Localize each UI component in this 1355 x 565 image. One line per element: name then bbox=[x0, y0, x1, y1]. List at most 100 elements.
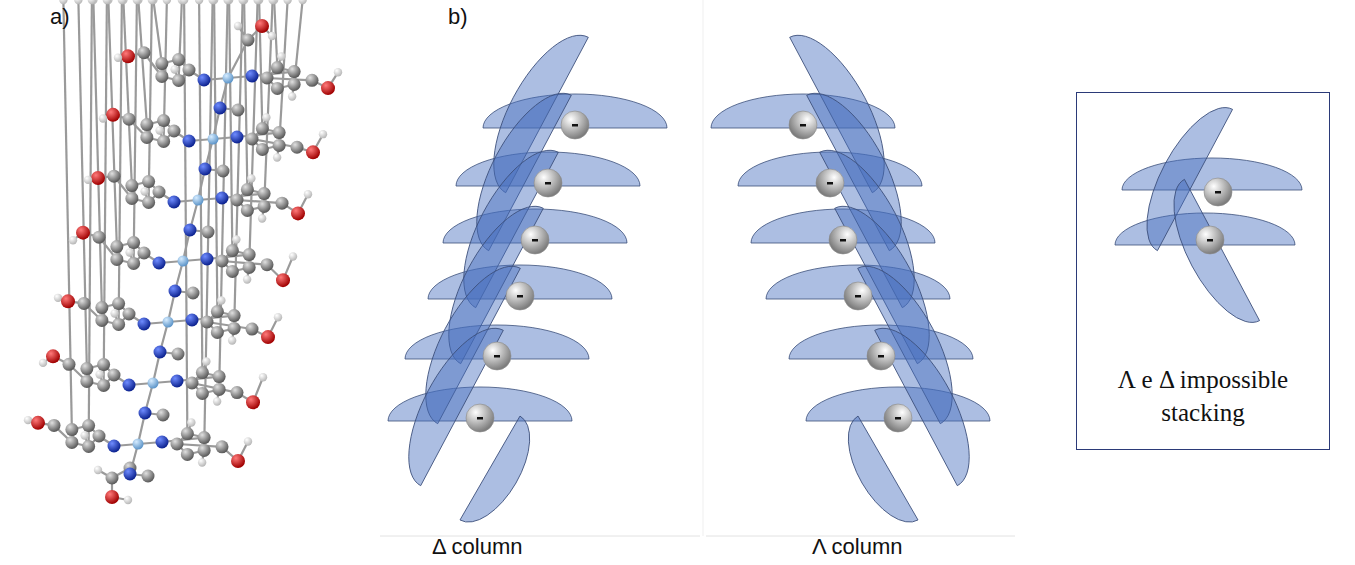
atom bbox=[238, 0, 246, 4]
atom bbox=[88, 0, 96, 4]
atom bbox=[259, 373, 267, 381]
atom bbox=[82, 419, 95, 432]
atom bbox=[125, 179, 138, 192]
atom bbox=[334, 68, 342, 76]
atom bbox=[274, 313, 282, 321]
atom bbox=[78, 297, 91, 310]
atom bbox=[228, 309, 241, 322]
atom bbox=[234, 22, 242, 30]
atom bbox=[193, 195, 204, 206]
atom bbox=[110, 240, 123, 253]
atom bbox=[139, 407, 152, 420]
atom bbox=[65, 436, 78, 449]
atom bbox=[171, 375, 184, 388]
metal-mark bbox=[477, 417, 483, 420]
atom bbox=[242, 34, 255, 47]
atom bbox=[288, 65, 301, 78]
inset-caption: Λ e Δ impossible stacking bbox=[1103, 363, 1303, 429]
metal-mark bbox=[800, 124, 806, 127]
ligand-plate bbox=[387, 312, 503, 485]
atom bbox=[106, 472, 119, 485]
atom bbox=[198, 74, 211, 87]
bond bbox=[234, 0, 242, 328]
separator-line bbox=[380, 536, 700, 537]
atom bbox=[123, 113, 136, 126]
atom bbox=[76, 226, 90, 240]
atom bbox=[268, 0, 276, 4]
atom bbox=[262, 113, 270, 121]
atom bbox=[181, 427, 194, 440]
atom bbox=[258, 214, 266, 222]
atom bbox=[157, 114, 170, 127]
atom bbox=[201, 253, 214, 266]
atom bbox=[163, 0, 171, 4]
atom bbox=[138, 247, 151, 260]
atom bbox=[94, 466, 102, 474]
atom bbox=[172, 53, 185, 66]
metal-mark bbox=[895, 417, 901, 420]
atom bbox=[196, 387, 209, 400]
atom bbox=[256, 143, 269, 156]
atom bbox=[54, 294, 62, 302]
atom bbox=[231, 454, 245, 468]
atom bbox=[298, 0, 306, 4]
atom bbox=[172, 74, 185, 87]
metal-mark bbox=[1215, 191, 1221, 194]
atom bbox=[80, 362, 93, 375]
atom bbox=[258, 200, 271, 213]
atom bbox=[226, 244, 239, 257]
metal-mark bbox=[840, 239, 846, 242]
metal-sphere bbox=[466, 404, 494, 432]
atom bbox=[291, 141, 304, 154]
atom bbox=[180, 0, 188, 4]
atom bbox=[304, 190, 312, 198]
atom bbox=[133, 439, 144, 450]
atom bbox=[202, 226, 215, 239]
atom bbox=[228, 322, 241, 335]
atom bbox=[46, 349, 60, 363]
ligand-plate bbox=[875, 312, 991, 485]
atom bbox=[108, 440, 121, 453]
bond bbox=[93, 0, 101, 308]
bond bbox=[153, 0, 161, 64]
atom bbox=[124, 496, 132, 504]
atom bbox=[289, 252, 297, 260]
atom bbox=[246, 70, 259, 83]
atom bbox=[181, 448, 194, 461]
atom bbox=[268, 32, 276, 40]
atom bbox=[187, 287, 200, 300]
metal-mark bbox=[855, 295, 861, 298]
atom bbox=[196, 366, 209, 379]
metal-sphere bbox=[534, 169, 562, 197]
atom bbox=[241, 183, 254, 196]
atom bbox=[155, 57, 168, 70]
bond bbox=[104, 0, 107, 385]
atom bbox=[140, 131, 153, 144]
atom bbox=[216, 255, 229, 268]
atom bbox=[271, 82, 284, 95]
metal-sphere bbox=[829, 226, 857, 254]
atom bbox=[202, 357, 210, 365]
atom bbox=[271, 61, 284, 74]
atom bbox=[213, 370, 226, 383]
panel-letter: a) bbox=[50, 4, 70, 30]
atom bbox=[105, 490, 119, 504]
bond bbox=[229, 0, 232, 251]
atom bbox=[97, 379, 110, 392]
atom bbox=[228, 336, 236, 344]
atom bbox=[195, 0, 203, 4]
atom bbox=[99, 114, 107, 122]
atom bbox=[156, 436, 169, 449]
atom bbox=[261, 330, 275, 344]
molecule bbox=[24, 0, 342, 504]
metal-sphere bbox=[561, 111, 589, 139]
bond bbox=[138, 0, 146, 125]
atom bbox=[97, 358, 110, 371]
atom bbox=[172, 348, 185, 361]
atom bbox=[319, 130, 327, 138]
metal-mark bbox=[545, 182, 551, 185]
metal-sphere bbox=[789, 111, 817, 139]
atom bbox=[198, 431, 211, 444]
metal-sphere bbox=[867, 342, 895, 370]
atom bbox=[127, 236, 140, 249]
